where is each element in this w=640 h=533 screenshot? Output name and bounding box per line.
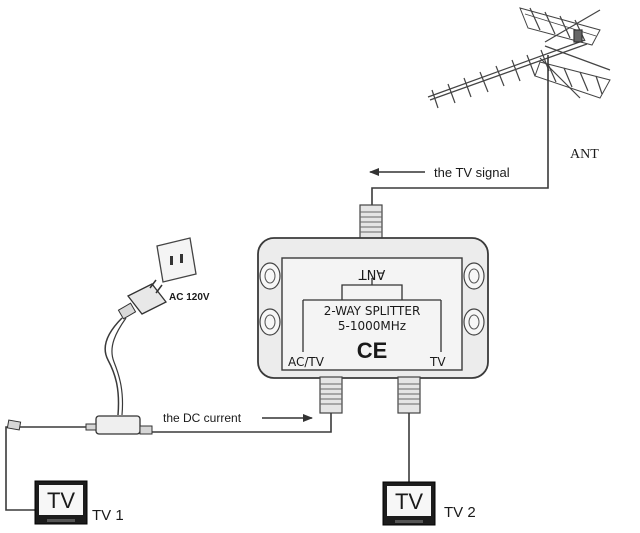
tv2-screen-label: TV: [395, 489, 423, 514]
power-adapter-icon: [117, 279, 167, 320]
tv-signal-label: the TV signal: [434, 165, 510, 180]
splitter-model-label: 2-WAY SPLITTER: [324, 304, 421, 318]
ac-voltage-label: AC 120V: [169, 292, 210, 303]
power-injector-icon: [85, 415, 153, 435]
ce-mark-icon: CE: [357, 338, 388, 363]
tv1-screen-label: TV: [47, 488, 75, 513]
ant-label: ANT: [570, 147, 599, 162]
antenna-icon: [427, 7, 611, 109]
tv1-label: TV 1: [92, 507, 124, 524]
tv2-label: TV 2: [444, 504, 476, 521]
wall-outlet-icon: [156, 237, 197, 283]
tv1-icon: [34, 480, 88, 525]
tv1-cable: [5, 426, 86, 511]
antenna-cable: [371, 55, 549, 205]
tv2-icon: [382, 481, 436, 526]
dc-cable: [150, 413, 332, 433]
splitter-output-connectors: [319, 376, 421, 414]
splitter-range-label: 5-1000MHz: [338, 319, 406, 333]
splitter-device: [257, 204, 489, 379]
splitter-port-right-label: TV: [429, 355, 446, 369]
dc-current-label: the DC current: [163, 411, 242, 425]
splitter-ant-port-label: ANT: [359, 266, 386, 281]
power-cord: [104, 317, 123, 416]
splitter-port-left-label: AC/TV: [288, 355, 325, 369]
